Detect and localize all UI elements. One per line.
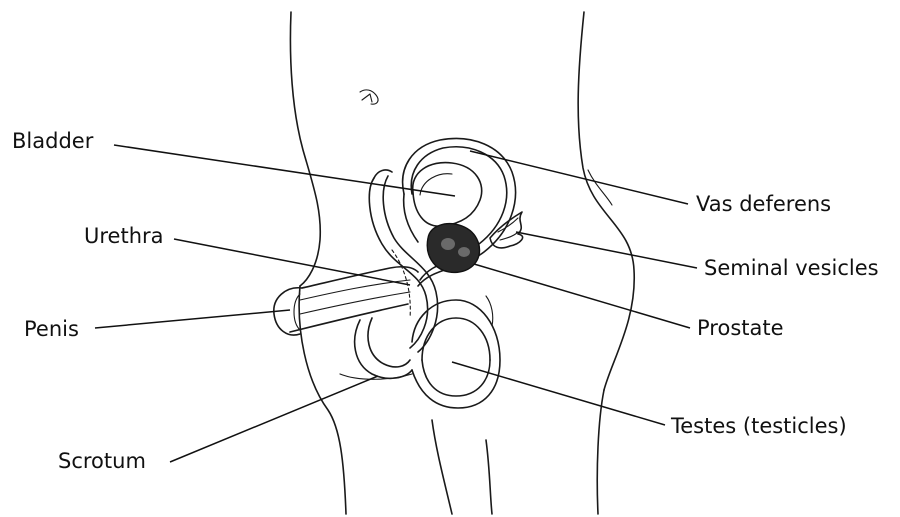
label-urethra: Urethra (84, 226, 164, 247)
penis-shape (274, 267, 418, 335)
leader-penis (95, 310, 290, 328)
leader-scrotum (170, 376, 378, 462)
label-prostate: Prostate (697, 318, 784, 339)
label-scrotum: Scrotum (58, 451, 146, 472)
label-vas-deferens: Vas deferens (696, 194, 831, 215)
label-testes: Testes (testicles) (671, 416, 847, 437)
prostate-shape (427, 224, 479, 273)
label-penis: Penis (24, 319, 79, 340)
leader-urethra (174, 239, 410, 285)
label-seminal-vesicles: Seminal vesicles (704, 258, 879, 279)
scrotum-shape (340, 296, 500, 408)
leader-lines (95, 145, 697, 462)
leader-seminal-vesicles (516, 232, 697, 268)
label-bladder: Bladder (12, 131, 93, 152)
navel (360, 90, 378, 104)
leader-vas-deferens (470, 151, 688, 204)
leader-prostate (474, 264, 690, 328)
leader-testes (452, 362, 665, 425)
